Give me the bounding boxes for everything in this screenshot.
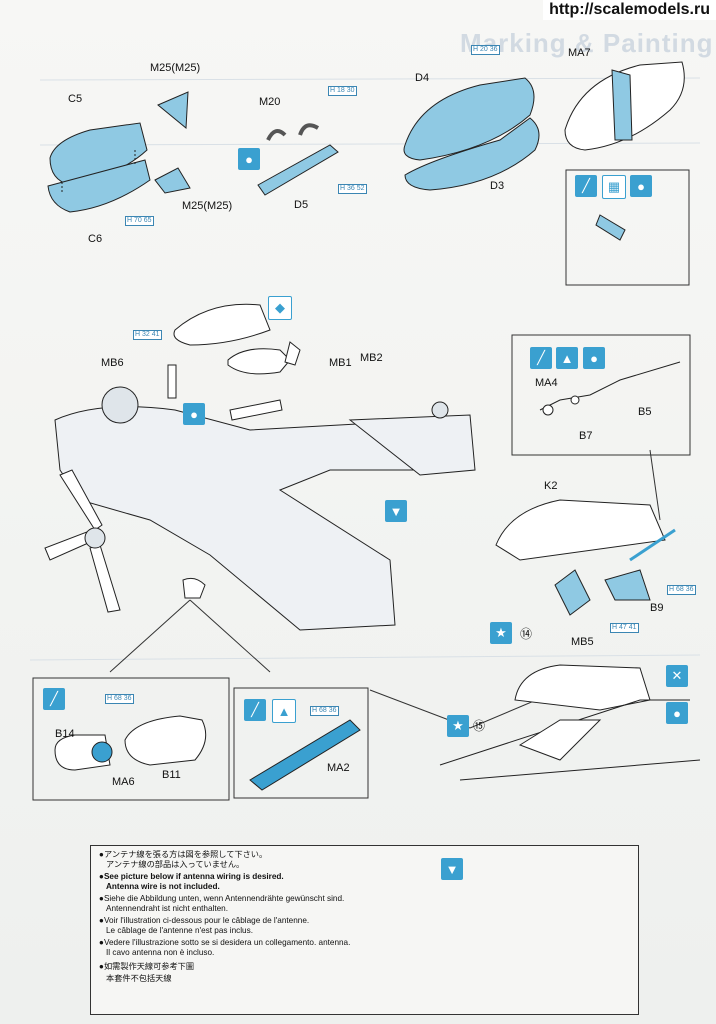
rack-under: [229, 399, 283, 421]
propeller: [44, 469, 121, 613]
label-ma2: MA2: [327, 762, 350, 774]
paint-drop-icon: ●: [238, 148, 260, 170]
star-icon: ★: [447, 715, 469, 737]
label-b7: B7: [579, 430, 593, 442]
label-d3: D3: [490, 180, 505, 192]
drop-tank-c5-c6: [47, 122, 151, 213]
label-b11: B11: [162, 769, 181, 781]
detail-box-ma2: [233, 687, 369, 799]
bracket-m20: [266, 123, 320, 141]
rack-d5: [257, 144, 339, 196]
note-line: Antenna wire is not included.: [106, 882, 220, 891]
canopy-k2: [495, 499, 666, 561]
label-k2: K2: [544, 480, 558, 492]
brush-icon: ╱: [575, 175, 597, 197]
brush-icon: ╱: [244, 699, 266, 721]
note-line: Il cavo antenna non è incluso.: [106, 948, 215, 957]
fin-m25-top: [157, 91, 189, 130]
color-ref-ma6: H 68 36: [105, 694, 134, 704]
drill-icon: ▼: [385, 500, 407, 522]
label-ma4: MA4: [535, 377, 558, 389]
antenna-notes-box: ●アンテナ線を張る方は図を参照して下さい。 アンテナ線の部品は入っていません。 …: [90, 845, 639, 1015]
part-mb5: [554, 569, 591, 616]
detail-box-ma4: [511, 334, 691, 456]
label-m25-top: M25(M25): [150, 62, 201, 74]
paint-drop-icon: ●: [630, 175, 652, 197]
no-glue-icon: ✕: [666, 665, 688, 687]
label-mb2: MB2: [360, 352, 383, 364]
drill-icon: ▼: [441, 858, 463, 880]
paint-drop-icon: ●: [666, 702, 688, 724]
label-mb5: MB5: [571, 636, 594, 648]
color-ref-b9-secondary: H 47 41: [610, 623, 639, 633]
color-ref-m20: H 18 30: [328, 86, 357, 96]
note-line: ●Vedere l'illustrazione sotto se si desi…: [99, 938, 351, 947]
up-arrow-icon: ▲: [272, 699, 296, 723]
pattern-icon: ▦: [602, 175, 626, 199]
label-mb6: MB6: [101, 357, 124, 369]
label-b14: B14: [55, 728, 75, 740]
color-ref-d4: H 20 36: [471, 45, 500, 55]
note-line: 本套件不包括天線: [106, 974, 172, 983]
up-arrow-icon: ▲: [556, 347, 578, 369]
cockpit-frame: [514, 664, 651, 711]
note-line: ●如需製作天線可参考下圖: [99, 962, 195, 971]
brush-icon: ╱: [43, 688, 65, 710]
label-c5: C5: [68, 93, 83, 105]
label-step-14: ⑭: [520, 627, 533, 641]
note-line: Le câblage de l'antenne n'est pas inclus…: [106, 926, 253, 935]
detail-box-ma7: [565, 169, 690, 286]
tank-d4-d3: [403, 77, 540, 191]
color-ref-b9: H 68 36: [667, 585, 696, 595]
symmetry-icon: ◆: [268, 296, 292, 320]
label-ma6: MA6: [112, 776, 135, 788]
note-line: アンテナ線の部品は入っていません。: [106, 860, 245, 869]
brush-icon: ╱: [530, 347, 552, 369]
fin-m25-bottom: [154, 167, 191, 194]
label-m20: M20: [259, 96, 281, 108]
label-b9: B9: [650, 602, 664, 614]
note-line: Antennendraht ist nicht enthalten.: [106, 904, 228, 913]
drop-tank-top: [173, 303, 271, 346]
watermark-link[interactable]: http://scalemodels.ru: [543, 0, 716, 20]
label-d4: D4: [415, 72, 430, 84]
label-step-15: ⑮: [473, 719, 486, 733]
bomb: [227, 348, 291, 375]
star-icon: ★: [490, 622, 512, 644]
note-line: ●Siehe die Abbildung unten, wenn Antenne…: [99, 894, 345, 903]
color-ref-c5: H 70 65: [125, 216, 154, 226]
note-line: ●Voir l'illustration ci-dessous pour le …: [99, 916, 310, 925]
color-ref-ma2: H 68 36: [310, 706, 339, 716]
color-ref-d5: H 36 52: [338, 184, 367, 194]
color-ref-mb6: H 32 41: [133, 330, 162, 340]
note-line: ●アンテナ線を張る方は図を参照して下さい。: [99, 850, 268, 859]
bleed-through-title: Marking & Painting: [460, 28, 714, 58]
label-m25-bottom: M25(M25): [182, 200, 233, 212]
label-ma7: MA7: [568, 47, 591, 59]
label-d5: D5: [294, 199, 309, 211]
note-line: ●See picture below if antenna wiring is …: [99, 872, 284, 881]
aircraft-fuselage: [54, 386, 476, 631]
part-b9: [604, 569, 651, 601]
detail-box-b14: [32, 677, 230, 801]
label-mb1: MB1: [329, 357, 352, 369]
paint-drop-icon: ●: [583, 347, 605, 369]
label-b5: B5: [638, 406, 652, 418]
label-c6: C6: [88, 233, 103, 245]
paint-drop-icon: ●: [183, 403, 205, 425]
wheel-cover-mb6: [167, 364, 177, 399]
